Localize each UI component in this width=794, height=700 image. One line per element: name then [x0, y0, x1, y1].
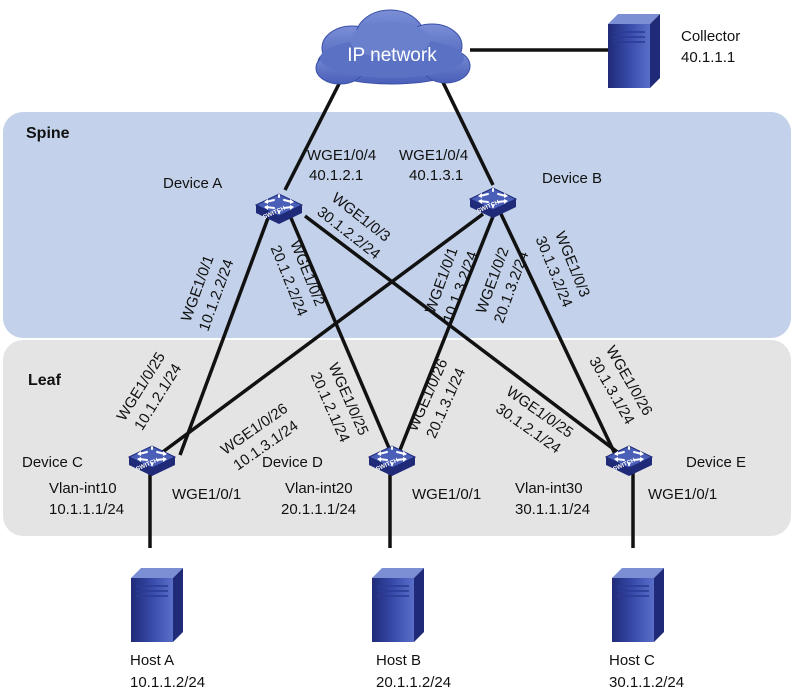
collector-server-icon — [607, 13, 661, 89]
leaf-zone-label: Leaf — [28, 372, 62, 389]
device-b-name: Device B — [542, 170, 602, 187]
host-b-name: Host B — [376, 652, 421, 669]
host-b-server-icon — [371, 567, 425, 643]
device-d-vlan-ip: 20.1.1.1/24 — [281, 501, 356, 518]
device-d-name: Device D — [262, 454, 323, 471]
device-c-vlan-ip: 10.1.1.1/24 — [49, 501, 124, 518]
device-e-host-port: WGE1/0/1 — [648, 486, 717, 503]
spine-zone-label: Spine — [26, 125, 70, 142]
device-c-switch-icon: SWITCH — [128, 445, 176, 477]
ip-network-cloud: IP network — [315, 9, 471, 85]
device-d-host-port: WGE1/0/1 — [412, 486, 481, 503]
host-a-name: Host A — [130, 652, 174, 669]
link-b-e — [499, 213, 617, 455]
device-d-switch-icon: SWITCH — [368, 445, 416, 477]
spine-zone — [3, 112, 791, 338]
link-cloud-device-b — [436, 71, 495, 186]
link-a-d — [289, 217, 394, 456]
link-b-d — [396, 213, 496, 456]
leaf-zone — [3, 340, 791, 536]
device-e-name: Device E — [686, 454, 746, 471]
device-b-uplink-ip: 40.1.3.1 — [409, 167, 463, 184]
device-a-switch-icon: SWITCH — [255, 193, 303, 225]
link-cloud-device-a — [283, 77, 344, 191]
device-c-name: Device C — [22, 454, 83, 471]
device-b-uplink-port: WGE1/0/4 — [399, 147, 468, 164]
link-a-e — [303, 214, 622, 456]
host-b-ip: 20.1.1.2/24 — [376, 674, 451, 691]
collector-name: Collector — [681, 28, 740, 45]
device-c-vlan-if: Vlan-int10 — [49, 480, 117, 497]
collector-ip: 40.1.1.1 — [681, 49, 735, 66]
device-b-switch-icon: SWITCH — [469, 187, 517, 219]
device-a-uplink-ip: 40.1.2.1 — [309, 167, 363, 184]
device-a-uplink-port: WGE1/0/4 — [307, 147, 376, 164]
link-b-c — [158, 212, 485, 456]
device-a-name: Device A — [163, 175, 222, 192]
device-e-vlan-if: Vlan-int30 — [515, 480, 583, 497]
links — [148, 48, 635, 548]
host-c-ip: 30.1.1.2/24 — [609, 674, 684, 691]
device-c-host-port: WGE1/0/1 — [172, 486, 241, 503]
host-a-server-icon — [130, 567, 184, 643]
ip-network-label: IP network — [347, 45, 437, 66]
host-c-server-icon — [611, 567, 665, 643]
host-c-name: Host C — [609, 652, 655, 669]
device-d-vlan-if: Vlan-int20 — [285, 480, 353, 497]
link-a-c — [178, 217, 270, 456]
host-a-ip: 10.1.1.2/24 — [130, 674, 205, 691]
device-e-vlan-ip: 30.1.1.1/24 — [515, 501, 590, 518]
device-e-switch-icon: SWITCH — [605, 445, 653, 477]
